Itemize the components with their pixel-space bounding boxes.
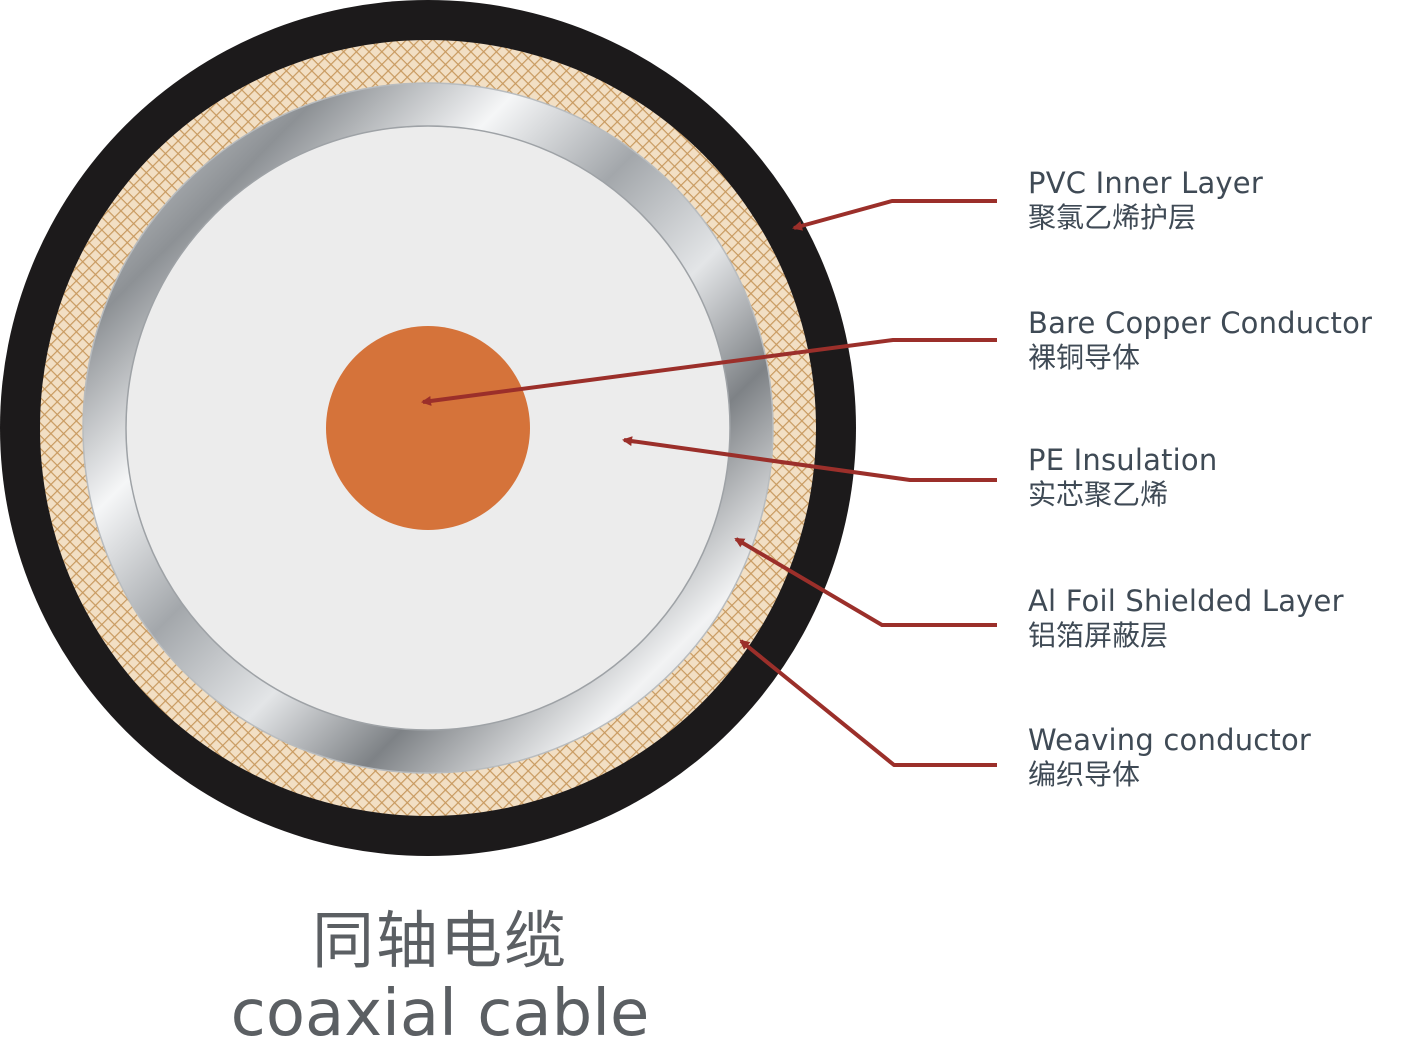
label-foil-en: Al Foil Shielded Layer [1028,584,1344,618]
arrow-foil [734,537,997,627]
arrow-pe [622,436,997,482]
label-weaving-conductor: Weaving conductor 编织导体 [1028,723,1311,793]
label-pe-en: PE Insulation [1028,443,1218,477]
label-al-foil-shielded-layer: Al Foil Shielded Layer 铝箔屏蔽层 [1028,584,1344,654]
label-pe-insulation: PE Insulation 实芯聚乙烯 [1028,443,1217,513]
label-pvc-en: PVC Inner Layer [1028,166,1263,200]
arrow-copper [421,338,997,406]
leader-arrows [421,199,997,767]
label-copper-cn: 裸铜导体 [1028,341,1141,374]
arrow-weave [739,639,997,767]
label-weave-cn: 编织导体 [1028,758,1141,791]
label-bare-copper-conductor: Bare Copper Conductor 裸铜导体 [1028,306,1372,376]
label-pvc-cn: 聚氯乙烯护层 [1028,201,1197,234]
label-foil-cn: 铝箔屏蔽层 [1028,619,1169,652]
label-pe-cn: 实芯聚乙烯 [1028,478,1169,511]
label-pvc-inner-layer: PVC Inner Layer 聚氯乙烯护层 [1028,166,1263,236]
arrow-pvc [792,199,997,231]
label-copper-en: Bare Copper Conductor [1028,306,1373,340]
copper-conductor [326,326,530,530]
label-weave-en: Weaving conductor [1028,723,1312,757]
caption-chinese: 同轴电缆 [311,904,568,977]
caption-english: coaxial cable [230,977,650,1051]
